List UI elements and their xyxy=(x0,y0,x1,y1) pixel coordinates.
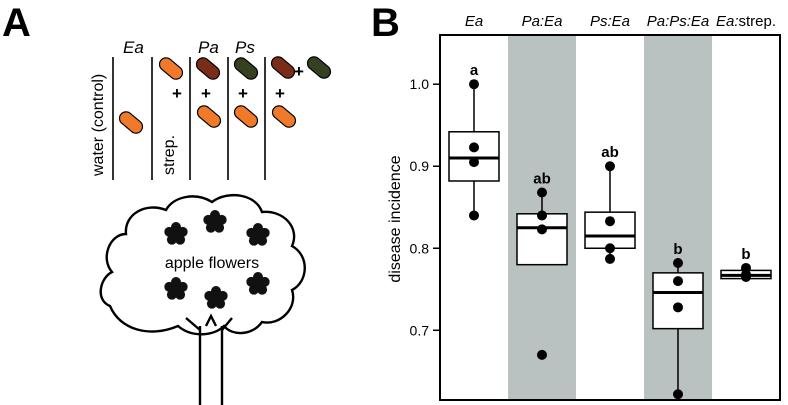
data-point xyxy=(673,302,683,313)
apple-tree-icon xyxy=(99,194,306,405)
data-point xyxy=(605,253,615,264)
group-label: Ps:Ea xyxy=(590,13,630,30)
flower-petal xyxy=(177,281,188,292)
ps-bacterium-icon xyxy=(306,56,332,79)
data-point xyxy=(469,79,479,90)
flower-petal xyxy=(164,226,175,237)
flower-center xyxy=(254,280,262,288)
y-tick-label: 0.9 xyxy=(410,158,430,174)
flower-icon xyxy=(246,223,270,246)
ea-bacterium-icon xyxy=(118,111,144,134)
ps-bacterium-icon xyxy=(233,57,259,80)
group-label: Pa:Ea xyxy=(522,13,563,30)
flower-icon xyxy=(164,222,188,245)
data-point xyxy=(605,243,615,254)
strep-label: strep. xyxy=(161,135,178,175)
flower-petal xyxy=(246,227,257,238)
group-label: Pa:Ps:Ea xyxy=(647,13,710,30)
flower-petal xyxy=(164,281,175,292)
header-pa: Pa xyxy=(198,38,219,57)
plus-sign: + xyxy=(172,84,182,103)
panel-b: B 0.7 0.8 0.9 1.0 a Ea ab Pa:Ea ab Ps:Ea b Pa:Ps:E… xyxy=(371,1,781,401)
flower-petal xyxy=(246,276,257,287)
data-point xyxy=(469,157,479,168)
data-point xyxy=(537,187,547,198)
group-label: Ea xyxy=(465,13,483,30)
y-tick-label: 0.8 xyxy=(410,240,430,256)
ea-bacterium-icon xyxy=(158,57,184,80)
significance-letter: a xyxy=(470,62,479,79)
flower-petal xyxy=(177,226,188,237)
significance-letter: b xyxy=(673,241,682,258)
box-iqr xyxy=(516,213,568,266)
data-point xyxy=(673,258,683,269)
ea-bacterium-icon xyxy=(196,105,222,128)
y-axis-label: disease incidence xyxy=(387,155,404,282)
data-point xyxy=(469,142,479,153)
tree-branches xyxy=(185,313,233,331)
flower-petal xyxy=(203,214,214,225)
data-point xyxy=(537,349,547,360)
box-iqr xyxy=(448,131,500,182)
significance-letter: ab xyxy=(601,144,619,161)
data-point xyxy=(605,161,615,172)
header-ea: Ea xyxy=(123,38,144,57)
header-ps: Ps xyxy=(235,38,255,57)
panel-b-letter: B xyxy=(371,1,400,45)
group-label: Ea:strep. xyxy=(716,13,776,30)
apple-flowers-label: apple flowers xyxy=(165,255,259,272)
plus-sign: + xyxy=(201,84,211,103)
pa-bacterium-icon xyxy=(195,57,221,80)
y-axis: 0.7 0.8 0.9 1.0 xyxy=(410,76,440,338)
flower-icon xyxy=(204,286,228,309)
flower-center xyxy=(254,231,262,239)
flower-center xyxy=(211,218,219,226)
y-tick-label: 0.7 xyxy=(410,322,430,338)
data-point xyxy=(673,276,683,287)
data-point xyxy=(537,210,547,221)
flower-center xyxy=(212,294,220,302)
flower-group xyxy=(164,210,270,309)
data-point xyxy=(537,224,547,235)
flower-center xyxy=(172,230,180,238)
plus-sign: + xyxy=(238,84,248,103)
significance-letter: ab xyxy=(533,170,551,187)
pa-bacterium-icon xyxy=(270,56,296,79)
tree-trunk xyxy=(198,326,224,405)
boxplot-chart xyxy=(448,35,772,400)
bacteria-icons xyxy=(118,56,332,134)
flower-icon xyxy=(203,210,227,233)
data-point xyxy=(673,389,683,400)
y-tick-label: 1.0 xyxy=(410,76,430,92)
flower-petal xyxy=(204,290,215,301)
panel-a: A Ea Pa Ps water (control) strep. + xyxy=(2,1,332,405)
flower-icon xyxy=(164,277,188,300)
data-point xyxy=(469,210,479,221)
plus-sign: + xyxy=(275,84,285,103)
significance-letter: b xyxy=(741,246,750,263)
panel-a-letter: A xyxy=(2,1,31,45)
flower-petal xyxy=(259,227,270,238)
flower-petal xyxy=(217,290,228,301)
data-point xyxy=(605,216,615,227)
flower-icon xyxy=(246,272,270,295)
plot-frame xyxy=(439,34,781,401)
ea-bacterium-icon xyxy=(271,105,297,128)
water-control-label: water (control) xyxy=(90,74,107,177)
flower-petal xyxy=(259,276,270,287)
plus-sign: + xyxy=(294,62,304,81)
ea-bacterium-icon xyxy=(233,105,259,128)
flower-center xyxy=(172,285,180,293)
data-point xyxy=(741,271,751,282)
flower-petal xyxy=(216,214,227,225)
